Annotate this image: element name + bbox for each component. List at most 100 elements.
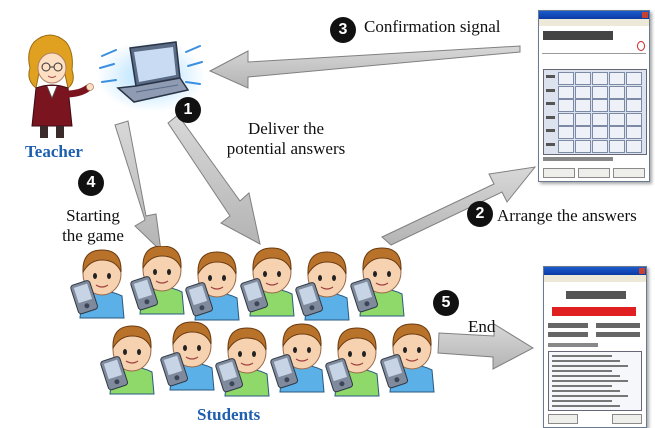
answer-grid-cell[interactable] — [626, 112, 642, 126]
student-figure — [380, 323, 435, 393]
answer-grid-cell[interactable] — [626, 139, 642, 153]
result-list-line — [552, 365, 628, 367]
student-figure — [130, 246, 185, 315]
answer-grid-cell[interactable] — [609, 99, 625, 112]
pda-answer-titlebar — [539, 11, 649, 19]
pda-result-titlebar — [544, 267, 646, 275]
answer-grid-row-marker — [546, 75, 555, 78]
result-list-line — [552, 400, 612, 402]
pda-result-stat-3 — [548, 332, 588, 337]
pda-device — [350, 278, 379, 313]
result-list-line — [552, 355, 612, 357]
answer-grid-cell[interactable] — [609, 126, 625, 139]
answer-grid-cell[interactable] — [609, 72, 625, 85]
answer-grid-row-marker — [546, 129, 555, 132]
pda-result-button-1[interactable] — [548, 414, 578, 424]
answer-grid-cell[interactable] — [609, 85, 625, 99]
pda-answer-heading-bar — [543, 31, 613, 40]
confirmation-label: Confirmation signal — [364, 17, 501, 36]
answer-grid-cell[interactable] — [575, 85, 591, 99]
pda-device — [270, 354, 299, 389]
answer-grid-cell[interactable] — [575, 99, 591, 112]
starting-arrow — [114, 120, 162, 253]
result-list-line — [552, 405, 620, 407]
answer-grid-cell[interactable] — [575, 126, 591, 139]
answer-grid-cell[interactable] — [558, 139, 574, 153]
pda-device — [240, 278, 269, 313]
answer-grid-cell[interactable] — [592, 112, 608, 126]
answer-grid-cell[interactable] — [626, 126, 642, 139]
pda-result-list-caption — [548, 343, 598, 347]
answer-grid-cell[interactable] — [558, 85, 574, 99]
answer-grid-cell[interactable] — [609, 139, 625, 153]
teacher-label: Teacher — [25, 142, 83, 161]
student-figure — [215, 327, 270, 397]
answer-grid-cell[interactable] — [592, 85, 608, 99]
starting-label-line-2: the game — [62, 226, 124, 245]
pda-result-stat-1 — [548, 323, 588, 328]
answer-grid-cell[interactable] — [575, 72, 591, 85]
step-3-badge: 3 — [330, 17, 356, 43]
students-label: Students — [197, 405, 261, 424]
answer-grid-cell[interactable] — [558, 99, 574, 112]
pda-device — [215, 358, 244, 393]
answer-grid-cell[interactable] — [626, 72, 642, 85]
answer-grid-cell[interactable] — [558, 72, 574, 85]
pda-result-list — [548, 351, 642, 411]
answer-grid-cell[interactable] — [592, 72, 608, 85]
pda-answer-counter — [637, 41, 645, 51]
starting-label: Starting the game — [48, 206, 138, 246]
pda-answer-button-1[interactable] — [543, 168, 575, 178]
result-list-line — [552, 360, 620, 362]
answer-grid-cell[interactable] — [558, 112, 574, 126]
pda-device — [70, 280, 99, 315]
answer-grid-cell[interactable] — [592, 126, 608, 139]
result-list-line — [552, 385, 612, 387]
result-list-line — [552, 375, 620, 377]
result-list-line — [552, 370, 612, 372]
pda-device — [130, 276, 159, 311]
result-list-line — [552, 395, 628, 397]
teacher-illustration — [28, 34, 94, 138]
answer-grid-cell[interactable] — [592, 139, 608, 153]
end-label: End — [468, 317, 496, 336]
step-4-badge: 4 — [78, 170, 104, 196]
arrange-label: Arrange the answers — [497, 206, 637, 225]
pda-device — [160, 352, 189, 387]
answer-grid-cell[interactable] — [592, 99, 608, 112]
pda-device — [100, 356, 129, 391]
deliver-label: Deliver the potential answers — [206, 119, 366, 159]
result-list-line — [552, 390, 620, 392]
pda-answer-button-2[interactable] — [578, 168, 610, 178]
answer-grid-cell[interactable] — [575, 139, 591, 153]
answer-grid-cell[interactable] — [609, 112, 625, 126]
deliver-label-line-1: Deliver the — [248, 119, 324, 138]
student-figure — [70, 249, 125, 319]
student-figure — [160, 321, 215, 391]
pda-result-button-2[interactable] — [612, 414, 642, 424]
pda-result-heading-bar — [566, 291, 626, 299]
student-figure — [100, 325, 155, 395]
answer-grid-cell[interactable] — [626, 85, 642, 99]
answer-grid-cell[interactable] — [558, 126, 574, 139]
pda-device — [325, 358, 354, 393]
close-icon — [639, 268, 645, 274]
pda-answer-window — [538, 10, 650, 182]
confirmation-arrow — [208, 45, 521, 89]
pda-device — [185, 282, 214, 317]
student-figure — [350, 247, 405, 317]
student-figure — [325, 327, 380, 397]
pda-result-window — [543, 266, 647, 428]
end-arrow — [437, 323, 535, 370]
pda-result-stat-4 — [596, 332, 640, 337]
pda-answer-divider — [542, 53, 646, 54]
step-5-badge: 5 — [433, 290, 459, 316]
pda-answer-status-line — [543, 157, 613, 161]
pda-answer-menubar — [539, 19, 649, 26]
answer-grid-row-marker — [546, 88, 555, 92]
answer-grid-cell[interactable] — [626, 99, 642, 112]
pda-answer-button-3[interactable] — [613, 168, 645, 178]
student-figure — [270, 323, 325, 393]
answer-grid-cell[interactable] — [575, 112, 591, 126]
answer-grid-row-marker — [546, 115, 555, 119]
